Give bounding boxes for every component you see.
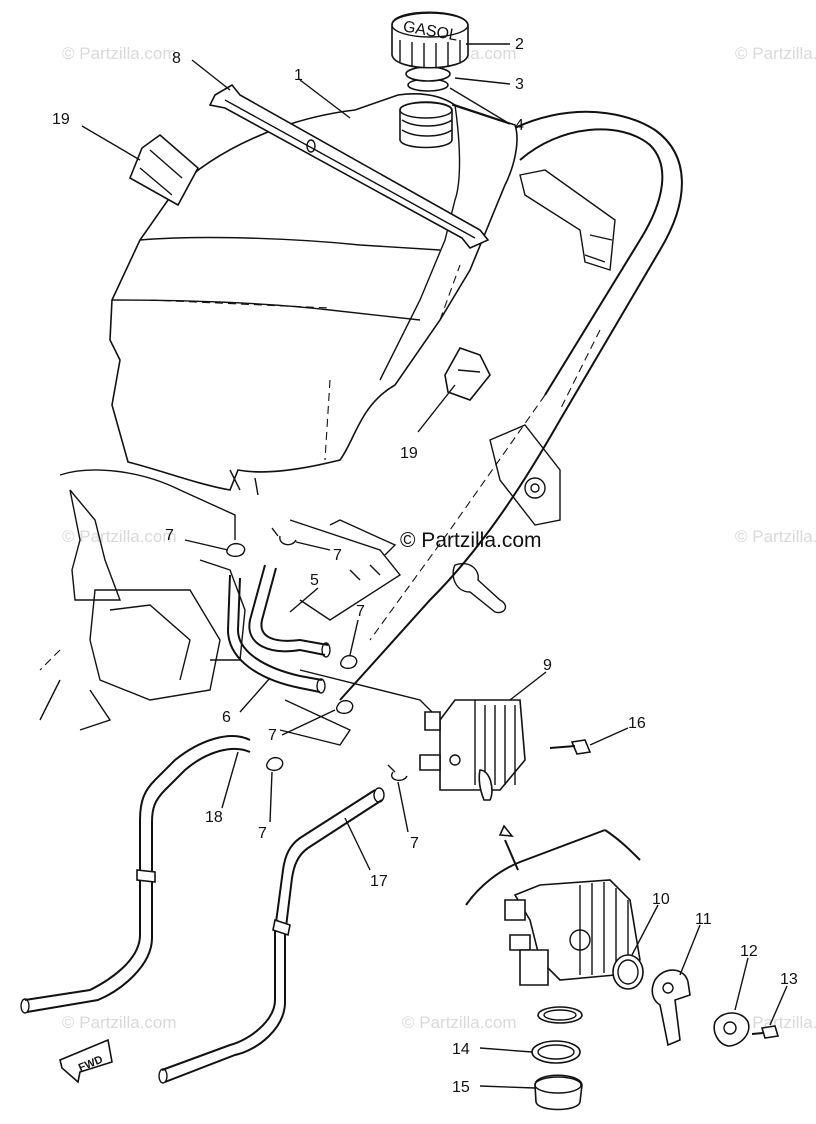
tank-strap [208, 83, 490, 249]
callout-19b: 19 [400, 445, 418, 462]
screw-13 [751, 1025, 780, 1039]
callout-7b: 7 [333, 547, 342, 564]
callout-7a: 7 [165, 527, 174, 544]
callout-1: 1 [294, 67, 303, 84]
callout-18: 18 [205, 809, 223, 826]
callout-9: 9 [543, 657, 552, 674]
watermark-center: © Partzilla.com [400, 529, 542, 552]
forward-arrow: FWD [59, 1038, 113, 1084]
pump-diaphragm-10 [612, 954, 644, 990]
leader-lines [81, 43, 788, 1089]
fuel-hose-17 [158, 787, 385, 1084]
callout-7c: 7 [356, 603, 365, 620]
callout-15: 15 [452, 1079, 470, 1096]
lower-frame [39, 469, 441, 746]
callout-3: 3 [515, 76, 524, 93]
callout-10: 10 [652, 891, 670, 908]
fuel-hose-18 [20, 735, 251, 1014]
watermark-bottom-left: © Partzilla.com [62, 1013, 177, 1032]
bolt-16 [549, 739, 592, 755]
callout-7f: 7 [410, 835, 419, 852]
fuel-pump-exploded [465, 829, 641, 986]
callout-2: 2 [515, 36, 524, 53]
frame-tube [339, 110, 683, 701]
callout-4: 4 [515, 117, 524, 134]
pump-cover-11 [651, 969, 691, 1047]
callout-16: 16 [628, 715, 646, 732]
callout-17: 17 [370, 873, 388, 890]
watermark-mid-right: © Partzilla.com [735, 527, 816, 546]
pump-plate-12 [713, 1012, 750, 1047]
callout-13: 13 [780, 971, 798, 988]
strainer-gasket-14 [531, 1006, 583, 1064]
watermark-top-left: © Partzilla.com [62, 44, 177, 63]
watermark-bottom-center: © Partzilla.com [402, 1013, 517, 1032]
fuel-pump-installed [419, 699, 526, 801]
strainer-cap-15 [534, 1074, 583, 1111]
fuel-hose-5 [248, 564, 331, 658]
callout-5: 5 [310, 572, 319, 589]
callout-12: 12 [740, 943, 758, 960]
callout-14: 14 [452, 1041, 470, 1058]
callout-8: 8 [172, 50, 181, 67]
callout-6: 6 [222, 709, 231, 726]
callout-7d: 7 [268, 727, 277, 744]
frame-bracket [452, 169, 616, 614]
tank-damper-pad [128, 133, 491, 401]
watermark-mid-left: © Partzilla.com [62, 527, 177, 546]
fuel-cap-assembly: GASOL [391, 11, 469, 149]
watermark-bottom-right: © Partzilla.com [735, 1013, 816, 1032]
callouts: 1 2 3 4 5 6 7 7 7 7 7 7 8 9 10 11 12 13 … [52, 36, 798, 1096]
watermark-top-right: © Partzilla.com [735, 44, 816, 63]
hose-clips [226, 527, 408, 782]
callout-19a: 19 [52, 111, 70, 128]
callout-11: 11 [695, 911, 712, 928]
fuel-hose-6 [226, 574, 326, 694]
callout-7e: 7 [258, 825, 267, 842]
